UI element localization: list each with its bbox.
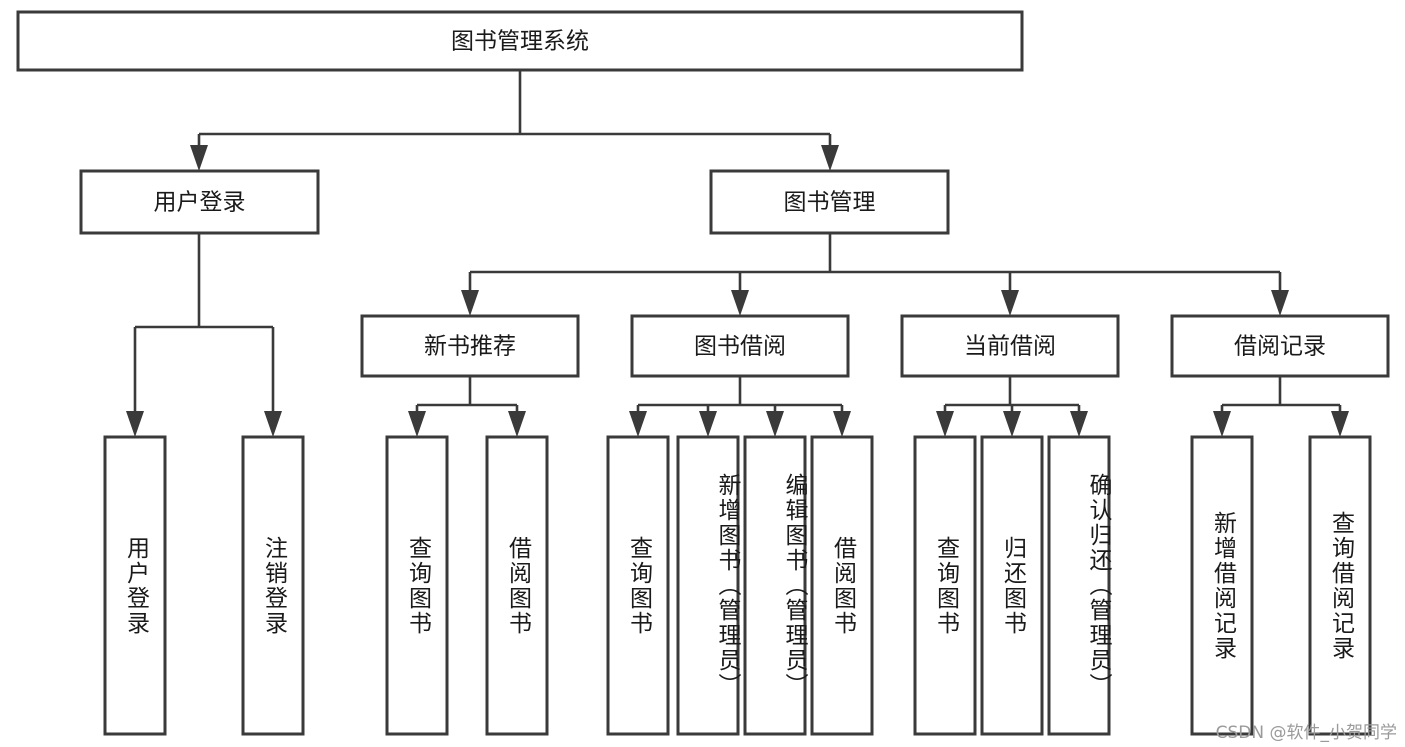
node-box-leaf-query-book-2[interactable]: [606, 435, 670, 736]
node-box-borrow-record[interactable]: [1170, 314, 1390, 378]
node-box-new-book-recommend[interactable]: [360, 314, 580, 378]
node-box-leaf-borrow-book-2[interactable]: [810, 435, 874, 736]
node-label-user-login: 用户登录: [154, 190, 246, 216]
connector-layer: [126, 70, 1349, 437]
node-box-leaf-user-login[interactable]: [103, 435, 167, 736]
node-box-leaf-borrow-book-1[interactable]: [485, 435, 549, 736]
arrow-head-icon: [1070, 411, 1088, 437]
arrow-head-icon: [461, 290, 479, 316]
node-box-book-management[interactable]: [709, 169, 950, 235]
arrow-head-icon: [190, 145, 208, 171]
arrow-head-icon: [408, 411, 426, 437]
arrow-head-icon: [629, 411, 647, 437]
arrow-head-icon: [766, 411, 784, 437]
node-label-current-borrow: 当前借阅: [964, 334, 1056, 360]
arrow-head-icon: [264, 411, 282, 437]
node-label-book-management: 图书管理: [784, 190, 876, 216]
node-box-book-borrow[interactable]: [630, 314, 850, 378]
node-box-current-borrow[interactable]: [900, 314, 1120, 378]
node-box-leaf-query-book-1[interactable]: [385, 435, 449, 736]
node-box-leaf-return-book[interactable]: [980, 435, 1044, 736]
arrow-head-icon: [508, 411, 526, 437]
node-box-leaf-add-borrow-record[interactable]: [1190, 435, 1254, 736]
node-label-borrow-record: 借阅记录: [1234, 334, 1326, 360]
node-box-leaf-confirm-return[interactable]: [1047, 435, 1111, 736]
arrow-head-icon: [1271, 290, 1289, 316]
node-label-root: 图书管理系统: [451, 29, 589, 55]
node-box-root[interactable]: [16, 10, 1024, 72]
arrow-head-icon: [936, 411, 954, 437]
node-box-leaf-logout[interactable]: [241, 435, 305, 736]
node-box-leaf-add-book[interactable]: [676, 435, 740, 736]
node-box-leaf-query-borrow-record[interactable]: [1308, 435, 1372, 736]
node-box-leaf-edit-book[interactable]: [743, 435, 807, 736]
arrow-head-icon: [699, 411, 717, 437]
arrow-head-icon: [1001, 290, 1019, 316]
arrow-head-icon: [821, 145, 839, 171]
node-box-leaf-query-book-3[interactable]: [913, 435, 977, 736]
arrow-head-icon: [1003, 411, 1021, 437]
watermark-credit: CSDN @软件_小贺同学: [1215, 723, 1397, 743]
node-box-layer: [16, 10, 1390, 736]
arrow-head-icon: [126, 411, 144, 437]
node-label-book-borrow: 图书借阅: [694, 334, 786, 360]
arrow-head-icon: [1331, 411, 1349, 437]
node-box-user-login[interactable]: [79, 169, 320, 235]
node-label-new-book-recommend: 新书推荐: [424, 334, 516, 360]
arrow-head-icon: [1213, 411, 1231, 437]
arrow-head-icon: [731, 290, 749, 316]
arrow-head-icon: [833, 411, 851, 437]
